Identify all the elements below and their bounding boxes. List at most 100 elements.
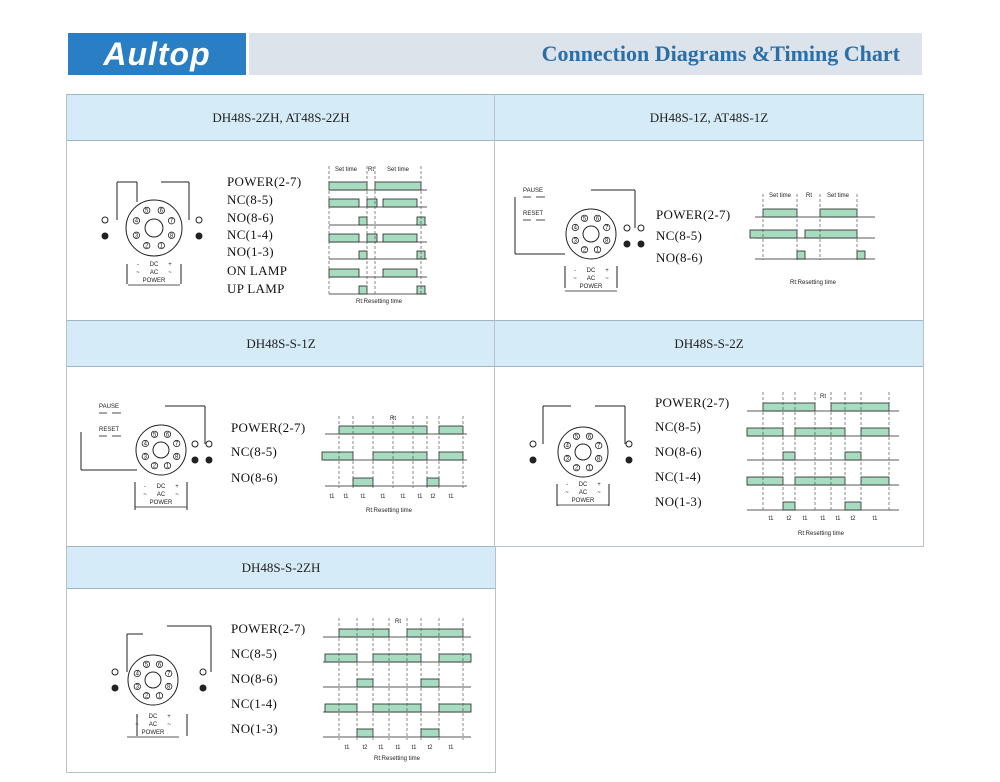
socket-pin (150, 462, 159, 470)
waveform-pulse (426, 477, 440, 487)
socket-pin (603, 236, 611, 245)
diagram-text: ~ (175, 492, 179, 498)
signal-label: NO(1-3) (231, 721, 278, 736)
time-tick-label: t1 (343, 494, 349, 500)
socket-pin (593, 246, 602, 254)
signal-label: NO(1-3) (227, 244, 274, 259)
pin-number: 3 (574, 239, 578, 245)
waveform-pulse (830, 402, 890, 412)
pin-number: 3 (135, 233, 139, 239)
terminal-open (205, 440, 213, 448)
brand-logo: Aultop (68, 33, 246, 75)
pin-number: 1 (160, 244, 164, 250)
pin-number: 4 (574, 225, 578, 231)
terminal-closed (205, 456, 213, 464)
diagram-text: ~ (135, 722, 139, 728)
power-label: POWER (143, 278, 166, 284)
pin-number: 2 (153, 464, 157, 470)
waveform-pulse (438, 653, 472, 663)
waveform-pulse (819, 208, 858, 218)
socket-pin (163, 430, 172, 438)
pin-number: 2 (145, 694, 149, 700)
socket-pin (142, 660, 151, 668)
waveform-pulse (406, 628, 464, 638)
diagram-text: ~ (597, 490, 601, 496)
time-tick-label: t2 (430, 494, 436, 500)
diagram-text: + (175, 484, 179, 490)
page-title: Connection Diagrams &Timing Chart (541, 41, 900, 66)
terminal-open (637, 224, 645, 232)
time-tick-label: t1 (400, 494, 406, 500)
socket-pin (141, 439, 149, 448)
pin-number: 6 (588, 434, 592, 440)
waveform-pulse (382, 233, 418, 243)
pin-number: 2 (583, 248, 587, 254)
time-tick-label: t1 (768, 516, 774, 522)
pin-number: 4 (135, 219, 139, 225)
pin-number: 8 (170, 233, 174, 239)
panel-title: DH48S-S-1Z (67, 320, 495, 367)
terminal-open (191, 440, 199, 448)
dc-label: DC (579, 482, 588, 488)
signal-label: ON LAMP (227, 263, 288, 278)
time-tick-label: t1 (448, 745, 454, 751)
pin-number: 6 (596, 216, 600, 222)
socket-pin (157, 241, 165, 250)
time-tick-label: t2 (786, 516, 792, 522)
resetting-time-note: Rt:Resetting time (790, 280, 837, 286)
pin-number: 6 (160, 208, 164, 214)
ac-label: AC (150, 270, 159, 276)
waveform-pulse (762, 208, 798, 218)
signal-label: POWER(2-7) (231, 420, 306, 435)
signal-label: POWER(2-7) (231, 621, 306, 636)
power-label: POWER (150, 500, 173, 506)
waveform-pulse (358, 250, 368, 260)
signal-label: UP LAMP (227, 281, 285, 296)
waveform-pulse (438, 451, 464, 461)
pin-number: 4 (144, 441, 148, 447)
socket-pin (593, 214, 602, 222)
socket-pin (580, 214, 589, 222)
socket-pin (167, 217, 176, 225)
terminal-open (623, 224, 631, 232)
pin-number: 7 (170, 219, 174, 225)
waveform-pulse (372, 703, 422, 713)
pin-number: 5 (153, 432, 157, 438)
pin-number: 7 (175, 441, 179, 447)
pin-number: 7 (597, 443, 601, 449)
dc-label: DC (149, 714, 158, 720)
reset-label: RESET (99, 427, 119, 433)
socket-key (574, 443, 592, 461)
waveform-pulse (358, 285, 368, 295)
time-tick-label: t1 (872, 516, 878, 522)
waveform-pulse (356, 678, 374, 688)
reset-label: RESET (523, 211, 543, 217)
time-tick-label: t1 (329, 494, 335, 500)
resetting-time-note: Rt:Resetting time (366, 508, 413, 514)
pin-number: 3 (136, 685, 140, 691)
pin-number: 3 (566, 457, 570, 463)
signal-label: NC(8-5) (656, 228, 703, 243)
waveform-pulse (352, 477, 374, 487)
diagram-text: ~ (167, 722, 171, 728)
ac-label: AC (157, 492, 166, 498)
terminal-open (111, 668, 119, 676)
waveform-pulse (356, 728, 374, 738)
socket-pin (155, 660, 164, 668)
socket-pin (133, 669, 141, 678)
panel-title: DH48S-S-2ZH (67, 546, 495, 589)
rt-label: Rt (806, 193, 812, 199)
waveform-pulse (338, 425, 428, 435)
diagram-text: ~ (136, 270, 140, 276)
terminal-closed (623, 240, 631, 248)
signal-label: NC(8-5) (231, 444, 278, 459)
diagram-text: ~ (565, 490, 569, 496)
waveform-pulse (374, 181, 422, 191)
terminal-closed (637, 240, 645, 248)
pin-number: 8 (167, 685, 171, 691)
socket-pin (155, 692, 164, 700)
signal-label: NO(1-3) (655, 494, 702, 509)
